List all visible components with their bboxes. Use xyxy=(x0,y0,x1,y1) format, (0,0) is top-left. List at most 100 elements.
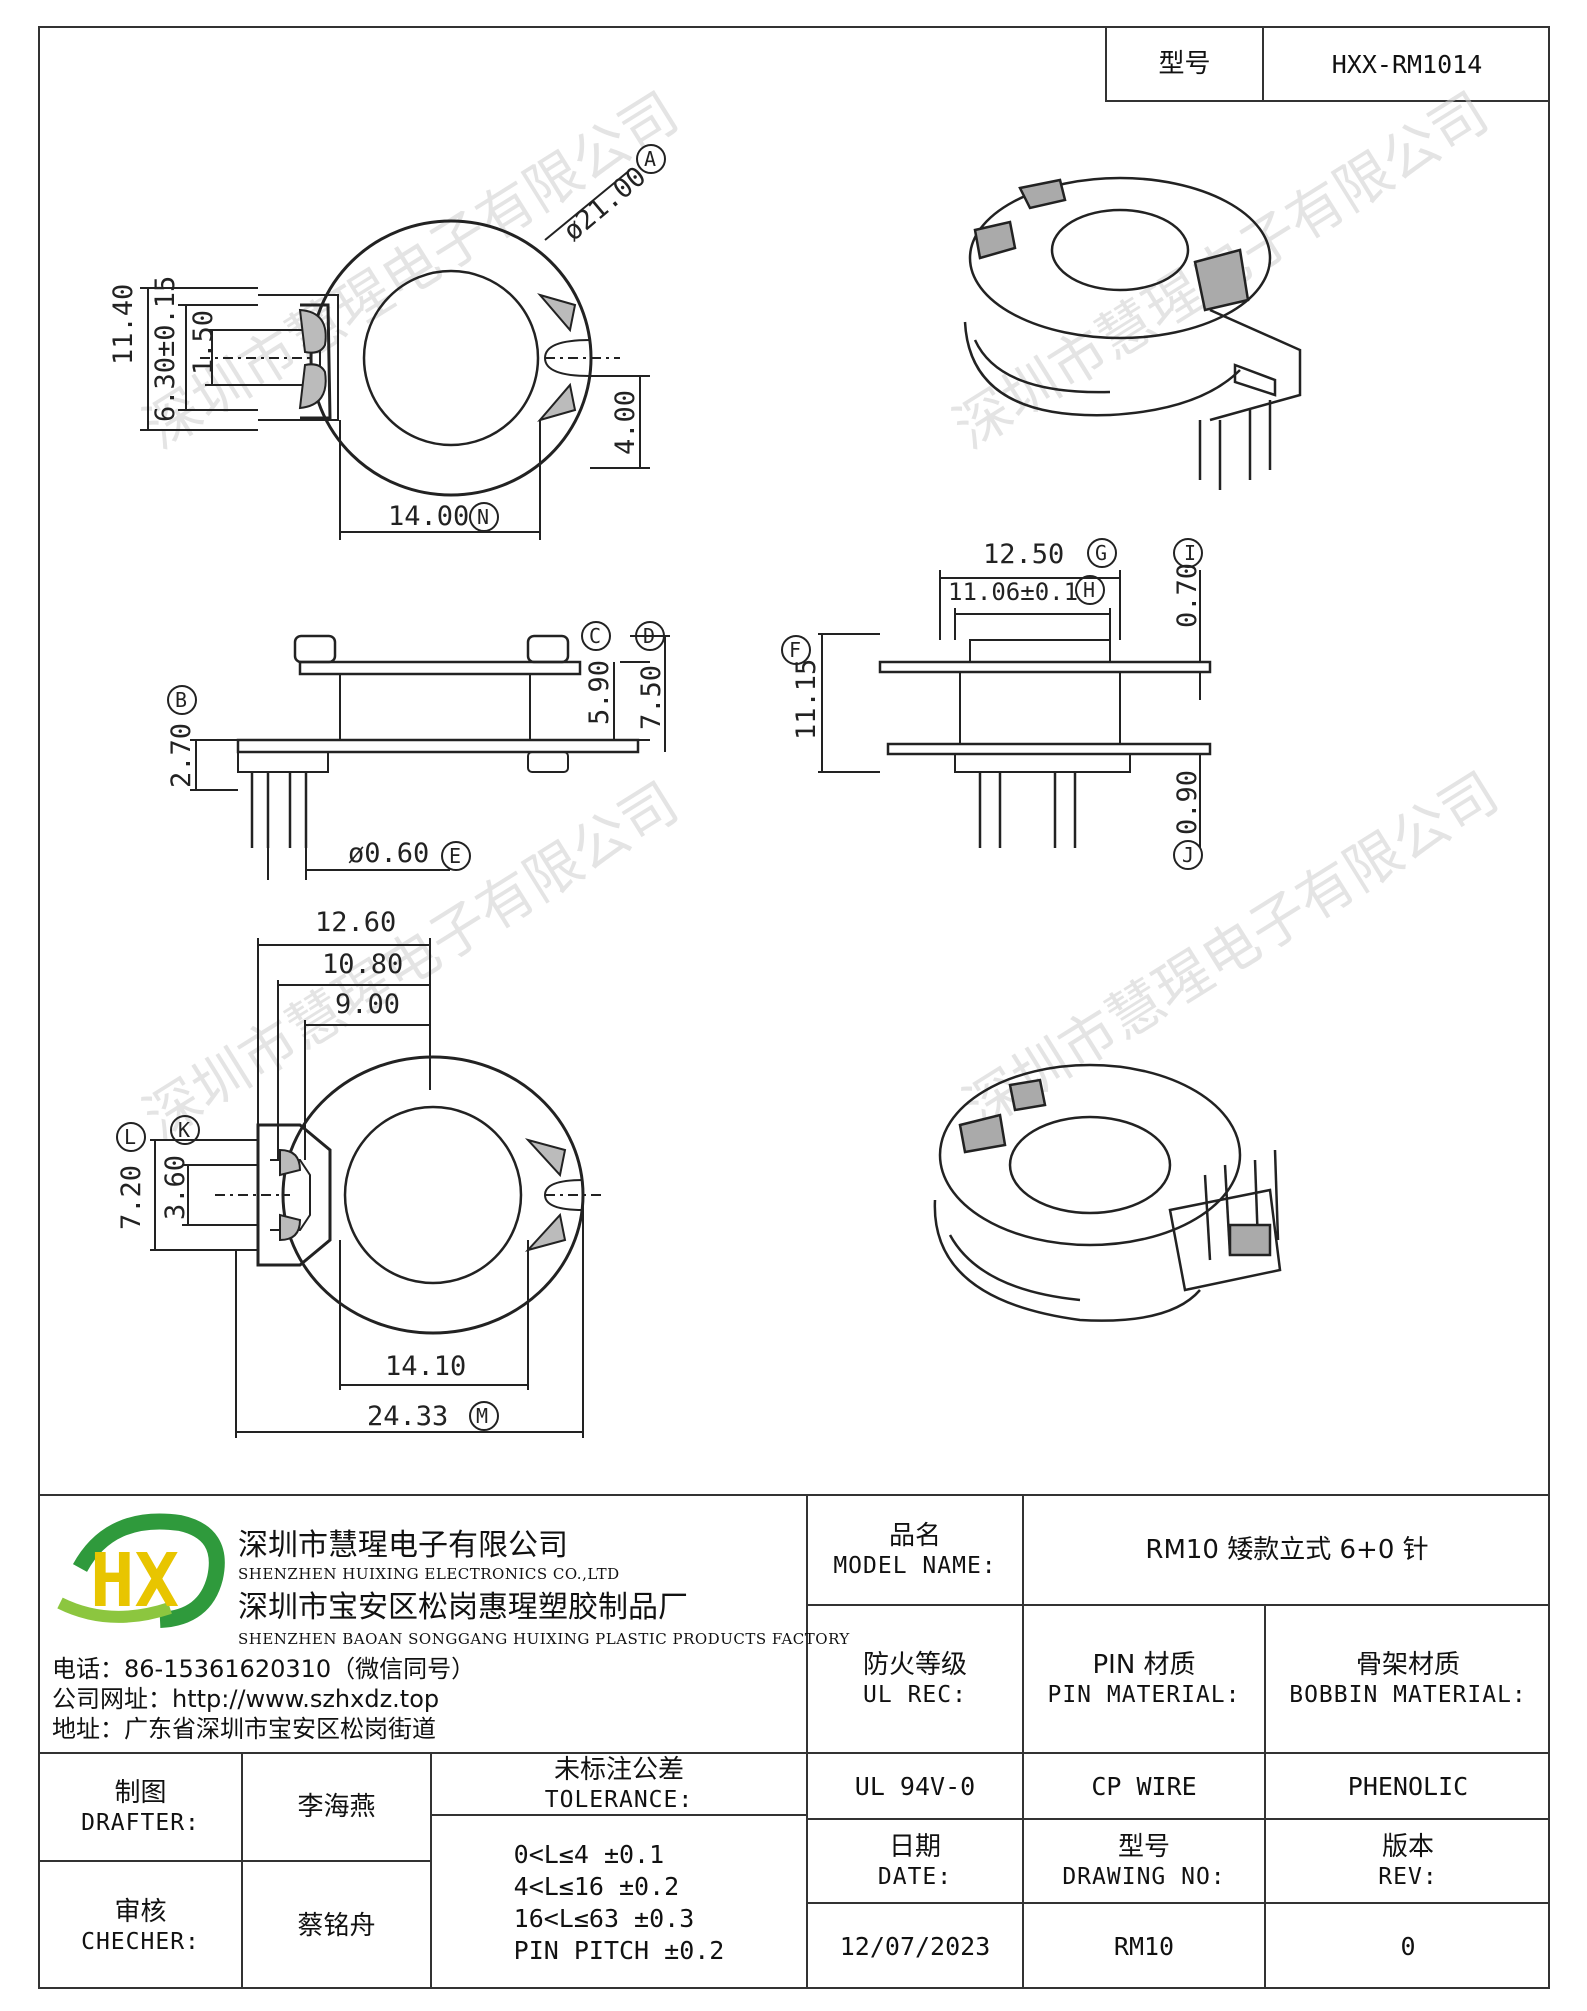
dim-10-80: 10.80 xyxy=(322,949,403,980)
dim-0-90: 0.90 xyxy=(1172,770,1203,835)
callout-j: J xyxy=(1182,843,1194,867)
rev-value: 0 xyxy=(1400,1932,1416,1961)
callout-i: I xyxy=(1184,541,1196,565)
tolerance-table: 0<L≤4 ±0.1 4<L≤16 ±0.2 16<L≤63 ±0.3 PIN … xyxy=(432,1816,806,1989)
callout-k: K xyxy=(178,1118,190,1142)
rev-cn: 版本 xyxy=(1381,1832,1434,1862)
dim-3-60: 3.60 xyxy=(160,1155,191,1220)
tolerance-row: PIN PITCH ±0.2 xyxy=(513,1935,725,1965)
tolerance-row: 16<L≤63 ±0.3 xyxy=(513,1903,695,1933)
dim-dia-0-60: ø0.60 xyxy=(348,838,429,869)
callout-n: N xyxy=(477,505,489,529)
top-view xyxy=(140,169,650,540)
header-divider xyxy=(1105,100,1550,102)
ul-value: UL 94V-0 xyxy=(854,1771,976,1801)
dim-4-00: 4.00 xyxy=(610,390,641,455)
dim-12-50: 12.50 xyxy=(983,539,1064,570)
model-name-label: 品名 MODEL NAME: xyxy=(808,1496,1022,1604)
drafter-label: 制图 DRAFTER: xyxy=(40,1754,241,1860)
dim-11-40: 11.40 xyxy=(108,284,139,365)
company-phone: 电话：86-15361620310（微信同号） xyxy=(52,1655,476,1683)
table-line xyxy=(806,1604,1550,1606)
model-name-cn: 品名 xyxy=(888,1521,941,1551)
logo-lettering: HX xyxy=(90,1538,179,1624)
tolerance-row: 4<L≤16 ±0.2 xyxy=(513,1871,680,1901)
model-label: 型号 xyxy=(1158,49,1211,79)
date-cn: 日期 xyxy=(888,1832,941,1862)
tolerance-row: 0<L≤4 ±0.1 xyxy=(513,1839,665,1869)
bobbin-cn: 骨架材质 xyxy=(1355,1650,1460,1680)
dim-9-00: 9.00 xyxy=(335,989,400,1020)
drafter-value: 李海燕 xyxy=(297,1792,376,1822)
iso-view-top xyxy=(963,176,1302,490)
drafter-en: DRAFTER: xyxy=(81,1810,200,1836)
dim-0-70: 0.70 xyxy=(1172,563,1203,628)
dim-12-60: 12.60 xyxy=(315,907,396,938)
table-line xyxy=(1264,1604,1266,1989)
watermark-text: 深圳市慧瑆电子有限公司 xyxy=(133,770,690,1152)
table-line xyxy=(806,1494,808,1989)
company-logo: HX xyxy=(57,1513,225,1628)
pin-value: CP WIRE xyxy=(1091,1771,1197,1801)
dim-5-90: 5.90 xyxy=(584,660,615,725)
model-name-en: MODEL NAME: xyxy=(833,1553,997,1579)
callout-g: G xyxy=(1095,541,1107,565)
bobbin-value: PHENOLIC xyxy=(1347,1771,1469,1801)
company-website: 公司网址：http://www.szhxdz.top xyxy=(52,1685,440,1713)
rev-label: 版本 REV: xyxy=(1266,1820,1550,1902)
dim-11-15: 11.15 xyxy=(791,659,822,740)
ul-en: UL REC: xyxy=(863,1682,967,1708)
table-line xyxy=(806,1818,1550,1820)
header-divider xyxy=(1105,26,1107,102)
drawing-frame xyxy=(38,26,1550,1989)
watermark-text: 深圳市慧瑆电子有限公司 xyxy=(133,80,690,462)
callout-b: B xyxy=(175,688,187,712)
dim-11-06: 11.06±0.1 xyxy=(948,578,1078,606)
table-line xyxy=(38,1860,432,1862)
model-name-value: RM10 矮款立式 6+0 针 xyxy=(1145,1535,1429,1565)
factory-name-cn: 深圳市宝安区松岗惠瑆塑胶制品厂 xyxy=(238,1590,688,1625)
title-block-border xyxy=(38,1494,1550,1496)
table-line xyxy=(430,1752,432,1989)
factory-name-en: SHENZHEN BAOAN SONGGANG HUIXING PLASTIC … xyxy=(238,1630,850,1648)
ul-cn: 防火等级 xyxy=(862,1650,967,1680)
date-en: DATE: xyxy=(877,1864,953,1890)
front-view xyxy=(818,570,1212,848)
drawing-no-en: DRAWING NO: xyxy=(1062,1864,1226,1890)
checker-cn: 审核 xyxy=(114,1896,167,1927)
callout-a: A xyxy=(644,147,656,171)
drafter-cn: 制图 xyxy=(114,1778,167,1808)
date-value: 12/07/2023 xyxy=(839,1932,991,1961)
bobbin-en: BOBBIN MATERIAL: xyxy=(1289,1682,1527,1708)
table-line xyxy=(1022,1494,1024,1989)
checker-value: 蔡铭舟 xyxy=(297,1910,376,1941)
callout-f: F xyxy=(789,638,801,662)
tolerance-label: 未标注公差 TOLERANCE: xyxy=(432,1754,806,1814)
checker-en: CHECHER: xyxy=(81,1928,200,1955)
header-divider xyxy=(1262,26,1264,102)
company-address: 地址：广东省深圳市宝安区松岗街道 xyxy=(52,1715,436,1743)
callout-c: C xyxy=(589,624,601,648)
callout-l: L xyxy=(124,1125,136,1149)
table-line xyxy=(430,1814,808,1816)
callout-d: D xyxy=(643,624,655,648)
dim-7-50: 7.50 xyxy=(636,665,667,730)
drawing-no-label: 型号 DRAWING NO: xyxy=(1024,1820,1264,1902)
drawing-no-cn: 型号 xyxy=(1117,1832,1170,1862)
dim-6-30: 6.30±0.15 xyxy=(150,276,181,422)
callout-e: E xyxy=(449,844,461,868)
dim-24-33: 24.33 xyxy=(367,1401,448,1432)
pin-en: PIN MATERIAL: xyxy=(1047,1682,1241,1708)
company-name-en: SHENZHEN HUIXING ELECTRONICS CO.,LTD xyxy=(238,1565,620,1583)
bobbin-label: 骨架材质 BOBBIN MATERIAL: xyxy=(1266,1606,1550,1752)
model-value: HXX-RM1014 xyxy=(1331,49,1483,79)
callout-m: M xyxy=(476,1404,488,1428)
date-label: 日期 DATE: xyxy=(808,1820,1022,1902)
company-name-cn: 深圳市慧瑆电子有限公司 xyxy=(238,1528,568,1563)
dim-2-70: 2.70 xyxy=(166,723,197,788)
dim-14-00: 14.00 xyxy=(388,501,469,532)
pin-cn: PIN 材质 xyxy=(1092,1650,1196,1680)
table-line xyxy=(241,1752,243,1989)
drawing-no-value: RM10 xyxy=(1113,1932,1175,1961)
rev-en: REV: xyxy=(1378,1864,1438,1890)
